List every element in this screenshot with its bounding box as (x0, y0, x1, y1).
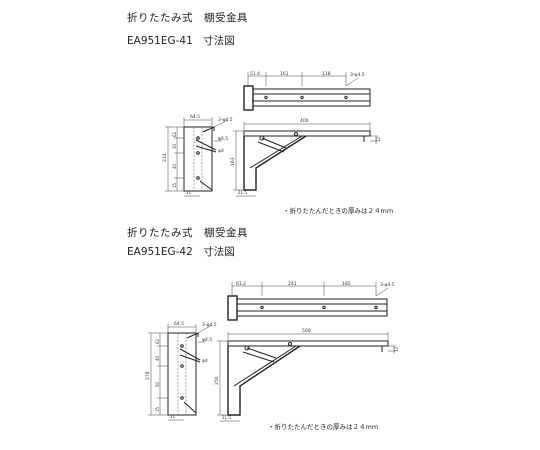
section-1-side-dim-total: 214 (162, 153, 168, 162)
section-2-side-dim-v3: 50 (155, 381, 160, 387)
section-1-top-dim-holes: 3-φ4.5 (350, 72, 365, 78)
section-2-front-dim-length: 500 (302, 328, 311, 334)
section-2-front-view: 500 12 250 21.5 (214, 328, 399, 422)
section-2-title: 折りたたみ式 棚受金具 (127, 227, 248, 239)
section-1-note: ・折りたたんだときの厚みは２４mm (283, 207, 394, 215)
section-2-drawing: 61.2 241 185 3-φ4.5 64.5 (145, 281, 399, 422)
section-1-top-view: 51.4 161 118 3-φ4.5 (243, 71, 371, 111)
section-2-side-dim-holes: 3-φ4.5 (202, 322, 217, 328)
section-1-model: EA951EG-41 寸法図 (127, 35, 235, 47)
section-1-front-dim-height: 163 (230, 157, 236, 166)
section-2-front-dim-base: 21.5 (222, 415, 231, 420)
section-2-side-dim-width: 64.5 (174, 321, 184, 327)
section-1-side-dim-width: 64.5 (190, 114, 200, 120)
section-2-side-dim-v1: 62 (155, 338, 160, 344)
section-1-side-view: 64.5 3-φ4.5 φ4.5 φ4 (162, 114, 233, 197)
section-1-drawing: 51.4 161 118 3-φ4.5 64.5 (162, 71, 381, 197)
section-2-top-dim-holes: 3-φ4.5 (380, 282, 395, 288)
section-1-side-dim-hole-a: φ4.5 (218, 136, 228, 142)
section-1-front-dim-base: 21.5 (238, 190, 247, 195)
section-1-side-dim-v2: 30 (172, 143, 177, 149)
section-1-front-dim-length: 400 (300, 118, 309, 124)
section-2-note: ・折りたたんだときの厚みは２４mm (268, 423, 379, 431)
section-2-top-dim-a: 61.2 (236, 281, 246, 287)
section-2-side-dim-v2: 40 (155, 355, 160, 361)
section-1-top-dim-c: 118 (322, 71, 331, 77)
section-1-top-dim-a: 51.4 (250, 71, 260, 77)
section-2-side-dim-total: 278 (145, 371, 151, 380)
section-2-top-view: 61.2 241 185 3-φ4.5 (227, 281, 395, 321)
section-2-side-dim-hole-a: φ4.5 (202, 337, 212, 343)
section-1-side-dim-v3: 40 (172, 163, 177, 169)
section-2-front-dim-thickness: 12 (394, 346, 399, 352)
section-2-top-dim-b: 241 (288, 281, 297, 287)
section-1-side-dim-v5: 21 (186, 190, 192, 195)
section-2-side-dim-hole-b: φ4 (202, 358, 208, 364)
section-1-side-dim-hole-b: φ4 (218, 148, 224, 154)
section-1-side-dim-v1: 62 (172, 131, 177, 137)
section-2-front-dim-height: 250 (214, 376, 220, 385)
section-1-title: 折りたたみ式 棚受金具 (127, 12, 248, 24)
section-2-top-dim-c: 185 (342, 281, 351, 287)
section-1-side-dim-holes: 3-φ4.5 (218, 117, 233, 123)
section-1-top-dim-b: 161 (280, 71, 289, 77)
section-1-side-dim-v4: 15 (172, 182, 177, 188)
section-2-model: EA951EG-42 寸法図 (127, 246, 235, 258)
section-1-front-dim-thickness: 12 (376, 136, 381, 142)
section-1-front-view: 400 12 163 21.5 (230, 118, 381, 197)
section-2-side-dim-v5: 21 (170, 414, 176, 419)
section-2-side-view: 64.5 3-φ4.5 φ4.5 φ4 278 62 40 (145, 321, 217, 421)
section-2-side-dim-v4: 15 (155, 406, 160, 412)
